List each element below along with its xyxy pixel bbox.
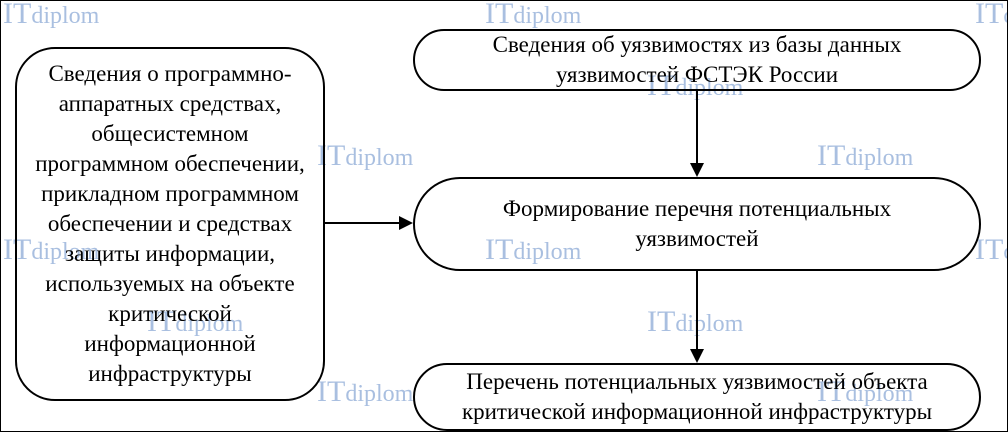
node-text-line: аппаратных средствах, — [58, 91, 282, 116]
node-input-fstec-database: Сведения об уязвимостях из базы данных у… — [413, 29, 981, 91]
node-text-line: защиты информации, — [64, 241, 276, 266]
arrow-top-to-middle — [690, 91, 704, 177]
node-text-line: критической — [108, 301, 232, 326]
node-text-line: общесистемном — [91, 121, 249, 146]
node-text-line: уязвимостей ФСТЭК России — [555, 62, 839, 87]
node-text: Перечень потенциальных уязвимостей объек… — [462, 367, 932, 427]
node-text-line: уязвимостей — [635, 226, 759, 251]
node-text-line: Формирование перечня потенциальных — [502, 196, 892, 221]
node-process-form-list: Формирование перечня потенциальных уязви… — [413, 177, 981, 271]
node-text-line: прикладном программном — [41, 181, 299, 206]
node-text-line: информационной — [84, 331, 256, 356]
arrowhead — [399, 216, 413, 230]
node-text: Сведения об уязвимостях из базы данных у… — [493, 30, 902, 90]
node-text-line: Перечень потенциальных уязвимостей объек… — [466, 369, 928, 394]
arrowhead — [690, 349, 704, 363]
node-text-line: программном обеспечении, — [35, 151, 305, 176]
node-text: Формирование перечня потенциальных уязви… — [503, 194, 891, 254]
node-input-hardware-software: Сведения о программно- аппаратных средст… — [15, 47, 325, 401]
node-text-line: Сведения об уязвимостях из базы данных — [492, 32, 902, 57]
node-text-line: Сведения о программно- — [48, 61, 292, 86]
node-output-vulnerability-list: Перечень потенциальных уязвимостей объек… — [413, 363, 981, 431]
node-text-line: инфраструктуры — [88, 361, 252, 386]
node-text-line: критической информационной инфраструктур… — [461, 399, 933, 424]
arrowhead — [690, 163, 704, 177]
arrow-left-to-middle — [325, 216, 413, 230]
node-text-line: используемых на объекте — [45, 271, 295, 296]
node-text: Сведения о программно- аппаратных средст… — [35, 59, 305, 389]
arrow-middle-to-bottom — [690, 271, 704, 363]
node-text-line: обеспечении и средствах — [47, 211, 293, 236]
